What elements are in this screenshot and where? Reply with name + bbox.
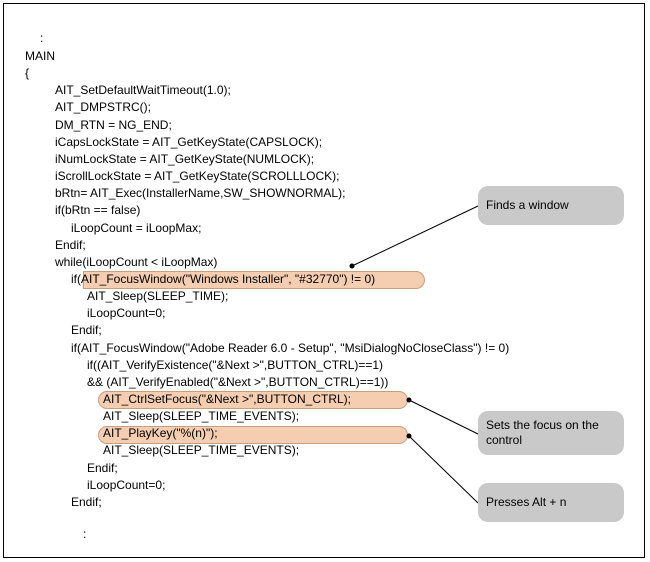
code-line: && (AIT_VerifyEnabled("&Next >",BUTTON_C… [87, 374, 389, 389]
code-line: iCapsLockState = AIT_GetKeyState(CAPSLOC… [55, 134, 323, 149]
code-line: Endif; [71, 323, 102, 338]
code-line: AIT_DMPSTRC(); [55, 100, 151, 115]
leader-dot-finds-window [349, 263, 355, 269]
leader-presses-key [408, 435, 479, 504]
code-line: { [25, 66, 30, 81]
code-line: iLoopCount=0; [87, 477, 166, 492]
callout-sets-focus: Sets the focus on the control [478, 411, 624, 455]
code-line: if((AIT_VerifyExistence("&Next >",BUTTON… [87, 357, 384, 372]
code-line: Endif; [71, 494, 102, 509]
callout-presses-key-text: Presses Alt + n [486, 495, 567, 509]
code-line: AIT_SetDefaultWaitTimeout(1.0); [55, 83, 231, 98]
code-line: MAIN [25, 49, 55, 63]
callout-sets-focus-text: Sets the focus on the control [486, 418, 599, 447]
callout-finds-window: Finds a window [478, 186, 624, 225]
highlight-focus-window [83, 271, 425, 289]
callout-finds-window-text: Finds a window [486, 198, 569, 212]
code-line: while(iLoopCount < iLoopMax) [55, 254, 218, 269]
code-line: AIT_Sleep(SLEEP_TIME_EVENTS); [103, 409, 300, 424]
code-line: : [83, 527, 87, 541]
leader-finds-window [351, 205, 479, 267]
code-line: AIT_Sleep(SLEEP_TIME_EVENTS); [103, 443, 300, 458]
code-line: AIT_PlayKey("%(n)"); [103, 426, 218, 441]
leader-dot-sets-focus [406, 397, 412, 403]
code-line: iLoopCount = iLoopMax; [71, 220, 202, 235]
code-line: AIT_Sleep(SLEEP_TIME); [87, 289, 229, 304]
code-line: DM_RTN = NG_END; [55, 117, 172, 132]
code-line: if(AIT_FocusWindow("Adobe Reader 6.0 - S… [71, 340, 510, 355]
code-line: iScrollLockState = AIT_GetKeyState(SCROL… [55, 169, 340, 184]
code-line: bRtn= AIT_Exec(InstallerName,SW_SHOWNORM… [55, 186, 346, 201]
code-line: AIT_CtrlSetFocus("&Next >",BUTTON_CTRL); [103, 392, 352, 406]
code-line: Endif; [87, 460, 118, 475]
code-line: iNumLockState = AIT_GetKeyState(NUMLOCK)… [55, 151, 315, 166]
code-line: Endif; [55, 237, 86, 252]
code-line: if(AIT_FocusWindow("Windows Installer", … [71, 271, 376, 286]
code-line: : [40, 31, 44, 45]
code-line: if(bRtn == false) [55, 203, 141, 218]
code-line: iLoopCount=0; [87, 306, 166, 321]
leader-sets-focus [408, 399, 479, 435]
leader-dot-presses-key [406, 433, 412, 439]
callout-presses-key: Presses Alt + n [478, 483, 624, 522]
